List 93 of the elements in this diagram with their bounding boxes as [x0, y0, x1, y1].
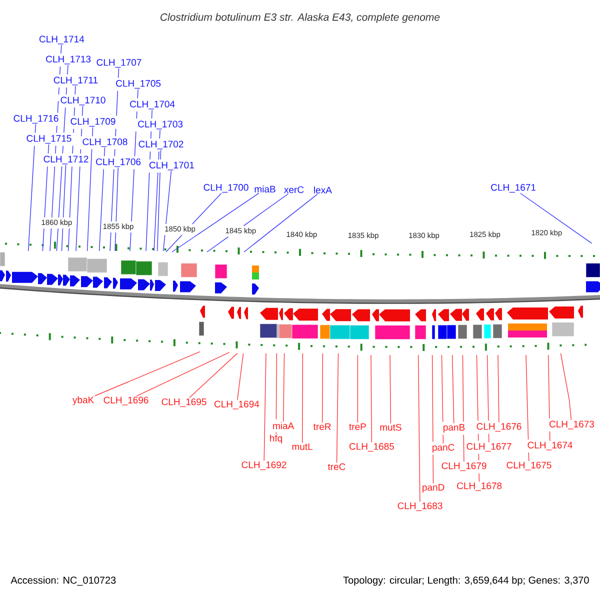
leader-line — [166, 192, 222, 252]
leader-line — [130, 88, 138, 252]
leader-line — [136, 352, 230, 396]
gene-label: CLH_1671 — [491, 184, 536, 193]
gene-label: CLH_1716 — [14, 115, 58, 124]
leader-line — [154, 130, 160, 252]
leader-line — [50, 44, 62, 252]
gene-label: CLH_1685 — [349, 443, 394, 452]
gene-label: miaA — [273, 422, 294, 430]
gene-label: CLH_1703 — [138, 120, 183, 130]
gene-label: treR — [313, 423, 331, 430]
leader-line — [98, 147, 106, 252]
leader-line — [302, 352, 304, 444]
leader-line — [61, 164, 66, 252]
gene-label: CLH_1705 — [116, 80, 161, 89]
gene-label: panB — [444, 424, 465, 433]
leader-line — [462, 354, 464, 462]
gene-label: panC — [432, 444, 454, 453]
leader-line — [28, 124, 36, 252]
gene-label: CLH_1677 — [466, 443, 512, 452]
gene-label: CLH_1706 — [96, 158, 141, 167]
gene-label: CLH_1683 — [398, 502, 442, 511]
leader-line — [276, 352, 278, 434]
leader-line — [283, 352, 285, 422]
gene-label: CLH_1694 — [214, 400, 260, 410]
gene-label: ybaK — [72, 396, 94, 406]
leader-line — [42, 144, 50, 252]
leader-line — [560, 352, 572, 420]
leader-line — [322, 352, 324, 424]
leader-line — [418, 354, 420, 502]
leader-line — [206, 193, 289, 252]
leader-line — [370, 354, 372, 443]
gene-label: mutS — [380, 424, 402, 431]
leader-line — [390, 354, 392, 424]
gene-label: CLH_1702 — [138, 140, 184, 150]
leader-line — [498, 354, 500, 423]
title: Clostridium botulinum E3 str. Alaska E43, complete genome — [160, 13, 440, 23]
leader-line — [114, 167, 118, 252]
leader-line — [86, 126, 94, 252]
gene-label: CLH_1674 — [528, 442, 572, 450]
gene-label: CLH_1710 — [60, 96, 106, 106]
gene-label: miaB — [254, 186, 276, 192]
leader-line — [520, 192, 592, 244]
leader-line — [189, 352, 238, 398]
gene-label: CLH_1709 — [70, 118, 116, 127]
gene-label: hfq — [270, 434, 282, 444]
gene-label: lexA — [314, 186, 332, 194]
gene-label: CLH_1696 — [104, 396, 148, 406]
leader-line — [244, 194, 318, 252]
gene-label: CLH_1704 — [130, 100, 175, 110]
gene-label: CLH_1708 — [82, 138, 128, 147]
leader-line — [236, 352, 244, 400]
gene-label: CLH_1676 — [476, 423, 522, 432]
leader-line — [172, 192, 260, 252]
gene-label: panD — [422, 484, 444, 493]
gene-label: CLH_1673 — [549, 420, 594, 430]
leader-line — [76, 106, 84, 252]
leader-line — [156, 150, 162, 252]
leader-line — [110, 68, 120, 252]
leader-line — [146, 110, 152, 252]
gene-label: CLH_1713 — [46, 56, 91, 64]
gene-label: treP — [349, 423, 366, 430]
leader-line — [162, 170, 172, 252]
leader-line — [94, 351, 200, 396]
footer-text: Accession: NC_010723 — [10, 576, 116, 586]
gene-label: CLH_1712 — [44, 156, 88, 164]
leader-line — [432, 354, 434, 484]
gene-label: CLH_1675 — [506, 462, 552, 470]
gene-label: CLH_1700 — [204, 184, 248, 193]
gene-label: CLH_1679 — [442, 462, 486, 471]
gene-label: CLH_1715 — [26, 135, 72, 144]
leader-line — [357, 354, 358, 424]
gene-label: CLH_1678 — [457, 482, 502, 491]
gene-label: CLH_1714 — [39, 36, 84, 44]
footer-text: Topology: circular; Length: 3,659,644 bp; Genes: 3,370 — [343, 576, 589, 586]
leader-line — [526, 354, 530, 462]
gene-label: CLH_1695 — [162, 398, 206, 407]
leader-line — [548, 354, 550, 442]
gene-label: CLH_1692 — [242, 461, 286, 470]
leader-line — [336, 352, 339, 463]
leader-line — [452, 354, 454, 424]
leader-line — [476, 354, 480, 482]
gene-label: treC — [328, 463, 346, 470]
gene-label: CLH_1707 — [96, 59, 142, 68]
gene-label: CLH_1701 — [149, 162, 194, 170]
gene-label: xerC — [284, 186, 304, 194]
leader-line — [486, 354, 490, 443]
gene-label: CLH_1711 — [54, 76, 98, 86]
leader-line — [56, 64, 68, 252]
leader-line — [264, 352, 266, 462]
leader-line — [441, 354, 444, 444]
leader-line — [68, 86, 76, 252]
gene-label: mutL — [292, 443, 313, 450]
